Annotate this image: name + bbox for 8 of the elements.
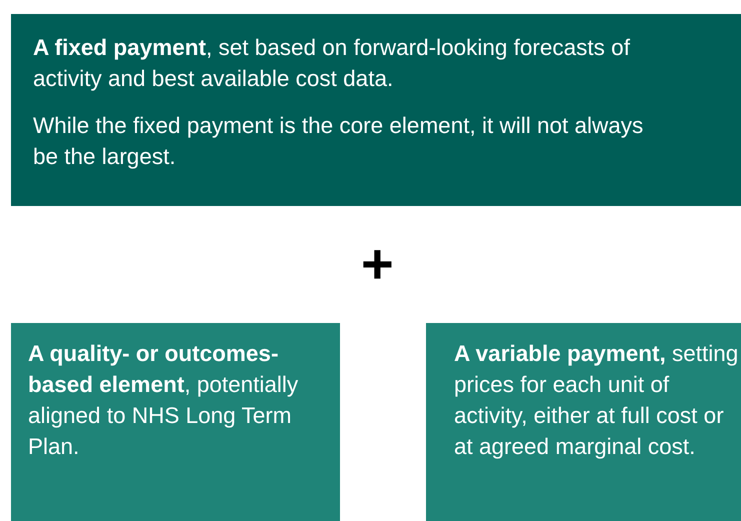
text-panel	[11, 323, 340, 521]
description-text: A fixed payment, set based on forward-looking forecasts of activity and best available cost data.	[33, 34, 631, 93]
description-text: While the fixed payment is the core element, it will not always be the largest.	[33, 112, 644, 171]
plus-sign: +	[361, 236, 394, 292]
text-panel	[426, 323, 741, 521]
description-text: A quality- or outcomes-based element, potentially aligned to NHS Long Term Plan.	[28, 340, 300, 461]
text-panel	[11, 14, 741, 206]
description-text: A variable payment, setting prices for each unit of activity, either at full cost or at agreed marginal cost.	[454, 340, 740, 461]
